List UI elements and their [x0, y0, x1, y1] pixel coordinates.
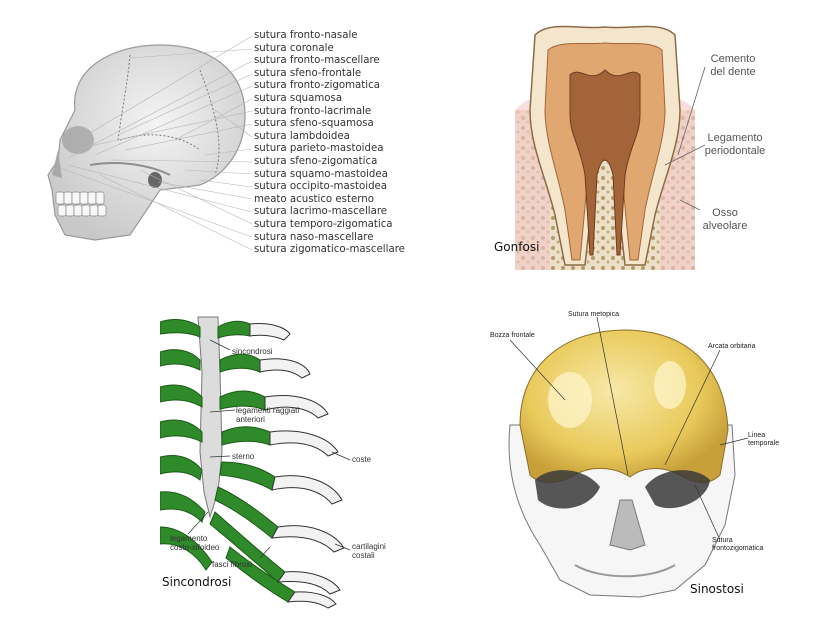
- caption-sinostosi: Sinostosi: [690, 582, 744, 596]
- label-meato-acustico-esterno: meato acustico esterno: [254, 193, 374, 205]
- lateral-skull-illustration: [47, 35, 253, 251]
- label-legamento-costo-xifoideo: legamento costo-xifoideo: [170, 534, 220, 552]
- label-arcata-orbitaria: Arcata orbitaria: [708, 343, 756, 350]
- frontal-skull-panel: Sutura metopica Bozza frontale Arcata or…: [480, 305, 780, 605]
- label-sutura-metopica: Sutura metopica: [568, 311, 619, 318]
- label-sutura-fronto-zigomatica: sutura fronto-zigomatica: [254, 80, 380, 92]
- lateral-skull-panel: sutura fronto-nasale sutura coronale sut…: [0, 0, 420, 280]
- label-sutura-squamosa: sutura squamosa: [254, 92, 343, 104]
- label-sutura-sfeno-frontale: sutura sfeno-frontale: [254, 67, 362, 79]
- label-sutura-occipito-mastoidea: sutura occipito-mastoidea: [254, 181, 388, 193]
- label-sutura-sfeno-zigomatica: sutura sfeno-zigomatica: [254, 155, 378, 167]
- label-bozza-frontale: Bozza frontale: [490, 332, 535, 339]
- label-sutura-lambdoidea: sutura lambdoidea: [254, 130, 350, 142]
- label-cartilagini-costali: cartilagini costali: [352, 542, 386, 560]
- label-coste: coste: [352, 455, 372, 464]
- label-legamento-periodontale: Legamento periodontale: [704, 132, 766, 157]
- label-cemento-del-dente: Cemento del dente: [710, 53, 756, 78]
- label-sutura-sfeno-squamosa: sutura sfeno-squamosa: [254, 118, 374, 130]
- ribcage-illustration: [160, 316, 351, 609]
- label-sutura-lacrimo-mascellare: sutura lacrimo-mascellare: [254, 206, 388, 218]
- label-sutura-fronto-mascellare: sutura fronto-mascellare: [254, 55, 380, 67]
- caption-gonfosi: Gonfosi: [494, 240, 540, 254]
- label-sutura-naso-mascellare: sutura naso-mascellare: [254, 231, 374, 243]
- label-sutura-temporo-zigomatica: sutura temporo-zigomatica: [254, 218, 393, 230]
- caption-sincondrosi: Sincondrosi: [162, 575, 232, 589]
- label-sutura-zigomatico-mascellare: sutura zigomatico-mascellare: [254, 244, 405, 256]
- label-sutura-squamo-mastoidea: sutura squamo-mastoidea: [254, 168, 388, 180]
- frontal-skull-illustration: [508, 316, 749, 598]
- ribcage-panel: sincondrosi legamenti raggiati anteriori…: [160, 312, 410, 612]
- label-sutura-frontozigomatica: Sutura frontozigomatica: [712, 537, 764, 552]
- label-sutura-parieto-mastoidea: sutura parieto-mastoidea: [254, 143, 384, 155]
- label-fasci-fibrosi: fasci fibrosi: [212, 560, 253, 569]
- label-legamenti-raggiati-anteriori: legamenti raggiati anteriori: [236, 406, 300, 424]
- tooth-panel: Cemento del dente Legamento periodontale…: [490, 15, 790, 280]
- label-linea-temporale: Linea temporale: [748, 432, 780, 447]
- tooth-illustration: [515, 25, 706, 270]
- label-sutura-fronto-lacrimale: sutura fronto-lacrimale: [254, 105, 372, 117]
- lateral-skull-label-list: sutura fronto-nasale sutura coronale sut…: [254, 30, 405, 257]
- label-sincondrosi: sincondrosi: [232, 347, 273, 356]
- label-sterno: sterno: [232, 452, 255, 461]
- label-sutura-coronale: sutura coronale: [254, 42, 334, 54]
- label-sutura-fronto-nasale: sutura fronto-nasale: [254, 30, 358, 41]
- label-osso-alveolare: Osso alveolare: [702, 207, 748, 232]
